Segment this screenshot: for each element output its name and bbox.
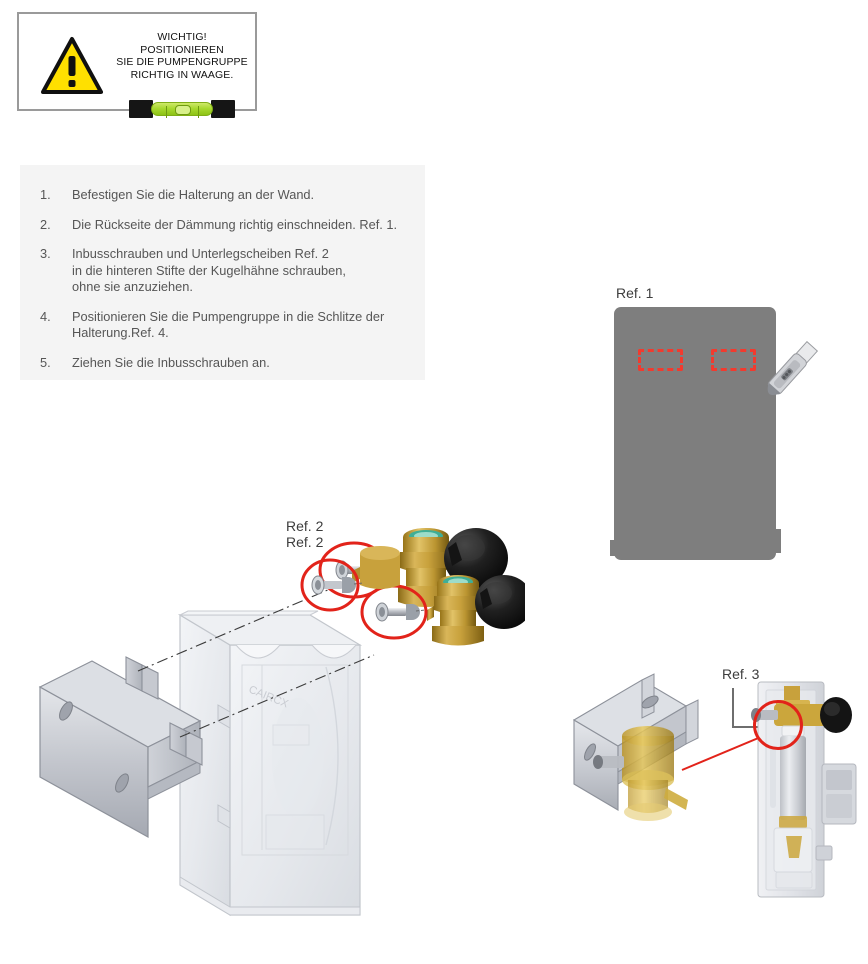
spirit-level-icon [129,100,235,118]
level-tick-right [198,106,199,118]
wall-bracket [38,656,203,839]
level-tick-left [166,106,167,118]
instruction-step-5: 5. Ziehen Sie die Inbusschrauben an. [20,355,425,372]
ref3-highlight-circle [753,700,803,750]
ref2-label: Ref. 2 [286,518,324,534]
insulation-back-panel [614,307,776,583]
step-text: Die Rückseite der Dämmung richtig einsch… [72,216,398,232]
ref1-label: Ref. 1 [616,285,654,301]
instruction-list: 1. Befestigen Sie die Halterung an der W… [20,165,425,371]
warning-line-4: RICHTIG IN WAAGE. [130,68,234,81]
level-cap-left [129,100,153,118]
step-text: Inbusschrauben und Unterlegscheiben Ref.… [72,246,329,261]
exploded-assembly-drawing: CAIRCX [38,546,400,917]
allen-screw-main [311,575,364,595]
insulation-tab-left [610,540,616,556]
ref3-label: Ref. 3 [722,666,760,682]
allen-screw-lower [375,602,420,622]
step-text: in die hinteren Stifte der Kugelhähne sc… [72,262,346,278]
insulation-bottom-notch [699,571,715,583]
ref3-detail-drawing [572,673,857,898]
step-number: 3. [40,246,51,261]
warning-line-2: POSITIONIEREN [140,43,224,56]
figure-ref2: Ref. 2 [280,490,525,650]
assembly-axis-lines [137,588,375,738]
step-number: 2. [40,216,51,232]
step-text: Positionieren Sie die Pumpengruppe in di… [72,308,385,324]
ref3-leader-vertical [732,688,734,728]
cut-mark-left [638,349,683,371]
warning-line-3: SIE DIE PUMPENGRUPPE [116,56,248,69]
main-highlight-circle [300,558,360,612]
step-text: ohne sie anzuziehen. [72,279,193,294]
valve-upper [318,528,508,607]
warning-triangle-icon [41,37,103,94]
instruction-step-4: 4. Positionieren Sie die Pumpengruppe in… [20,309,425,342]
utility-knife-icon [767,340,819,396]
insulation-housing: CAIRCX [177,610,363,917]
instruction-step-1: 1. Befestigen Sie die Halterung an der W… [20,187,425,204]
instruction-step-2: 2. Die Rückseite der Dämmung richtig ein… [20,217,425,234]
insulation-tab-right [774,529,781,553]
figure-ref1: Ref. 1 [600,285,850,583]
figure-main-assembly: Ref. 2 [30,515,430,945]
main-ref2-label: Ref. 2 [286,534,324,550]
step-text: Befestigen Sie die Halterung an der Wand… [72,187,315,202]
valve-lower [360,575,525,646]
instruction-step-3: 3. Inbusschrauben und Unterlegscheiben R… [20,246,425,296]
level-cap-right [211,100,235,118]
step-number: 1. [40,187,51,202]
warning-line-1: WICHTIG! [157,31,207,43]
instructions-panel: 1. Befestigen Sie die Halterung an der W… [20,165,425,380]
step-number: 5. [40,354,51,370]
figure-ref3: Ref. 3 [560,660,868,910]
cut-mark-right [711,349,756,371]
level-bubble [175,105,191,115]
warning-box: WICHTIG! POSITIONIEREN SIE DIE PUMPENGRU… [17,12,257,118]
translucent-valve [593,726,688,821]
ball-valves-assembly [318,528,525,646]
step-number: 4. [40,308,51,324]
warning-text: WICHTIG! POSITIONIEREN SIE DIE PUMPENGRU… [111,31,253,81]
step-text: Ziehen Sie die Inbusschrauben an. [72,354,270,370]
ref3-red-connector [681,733,769,771]
step-text: Halterung.Ref. 4. [72,325,169,340]
